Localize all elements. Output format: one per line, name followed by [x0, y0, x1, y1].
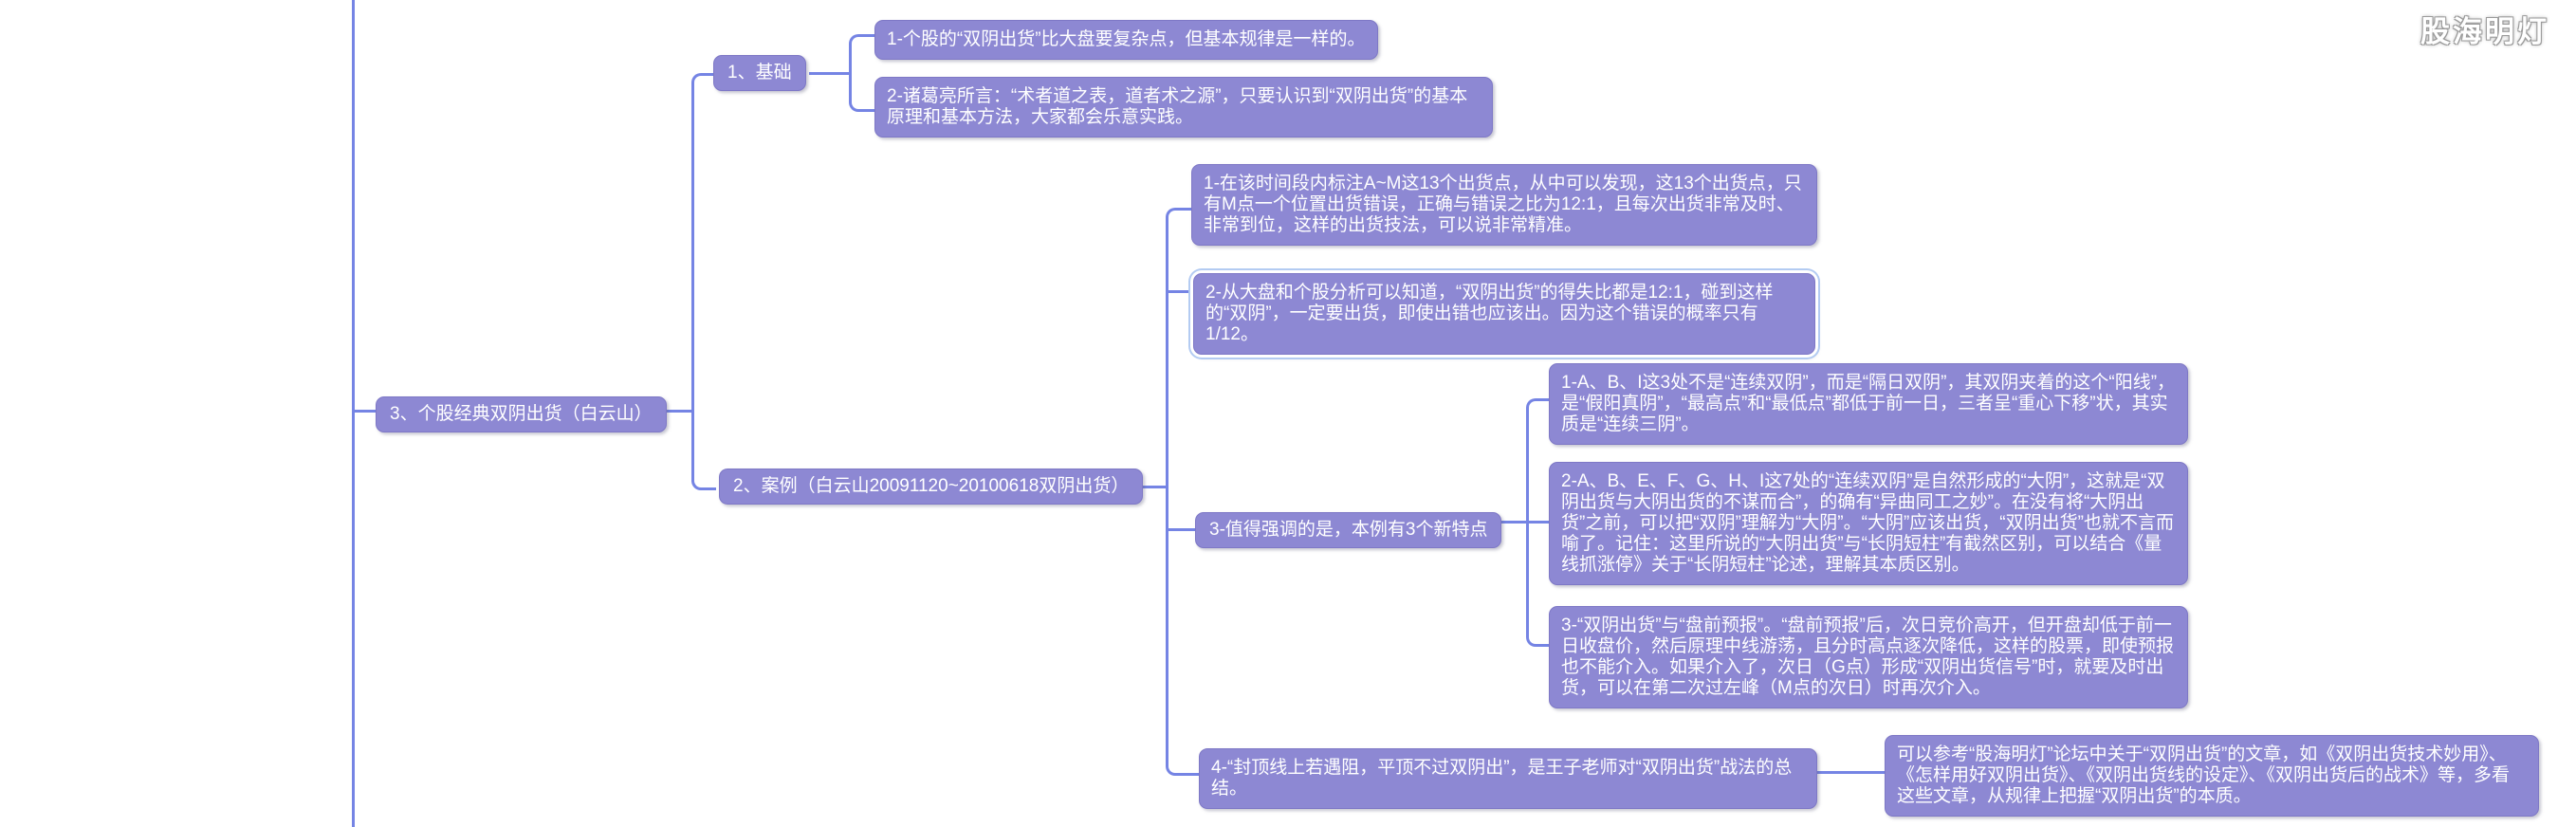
connector-feature2: [1528, 521, 1555, 524]
mindmap-node-case[interactable]: 2、案例（白云山20091120~20100618双阴出货）: [719, 469, 1144, 505]
mindmap-leaf-basics-point1[interactable]: 1-个股的“双阴出货”比大盘要复杂点，但基本规律是一样的。: [874, 20, 1378, 60]
connector-trunk-basics: [849, 34, 877, 112]
connector-root-to-parent: [354, 410, 377, 413]
connector-trunk-case: [1166, 208, 1202, 776]
connector-case-features: [1168, 528, 1199, 531]
mindmap-leaf-basics-point2[interactable]: 2-诸葛亮所言：“术者道之表，道者术之源”，只要认识到“双阴出货”的基本原理和基…: [874, 77, 1493, 138]
mindmap-leaf-case-point4[interactable]: 4-“封顶线上若遇阻，平顶不过双阴出”，是王子老师对“双阴出货”战法的总结。: [1199, 748, 1817, 809]
connector-case-stem: [1124, 486, 1168, 488]
connector-parent-trunk: [352, 0, 355, 827]
connector-trunk-features: [1526, 398, 1554, 647]
mindmap-node-features[interactable]: 3-值得强调的是，本例有3个新特点: [1195, 512, 1502, 548]
connector-root-to-children: [652, 410, 694, 413]
mindmap-leaf-feature3[interactable]: 3-“双阴出货”与“盘前预报”。“盘前预报”后，次日竞价高开，但开盘却低于前一日…: [1549, 606, 2188, 708]
watermark-logo: 股海明灯: [2420, 15, 2549, 48]
mindmap-leaf-feature1[interactable]: 1-A、B、I这3处不是“连续双阴”，而是“隔日双阴”，其双阴夹着的这个“阳线”…: [1549, 363, 2188, 445]
mindmap-node-root[interactable]: 3、个股经典双阴出货（白云山）: [376, 396, 667, 432]
connector-point4-reference: [1815, 771, 1889, 774]
connector-case-point2: [1168, 290, 1196, 293]
mindmap-leaf-case-point1[interactable]: 1-在该时间段内标注A~M这13个出货点，从中可以发现，这13个出货点，只有M点…: [1191, 164, 1817, 246]
mindmap-leaf-reference[interactable]: 可以参考“股海明灯”论坛中关于“双阴出货”的文章，如《双阴出货技术妙用》、《怎样…: [1885, 735, 2539, 817]
mindmap-leaf-feature2[interactable]: 2-A、B、E、F、G、H、I这7处的“连续双阴”是自然形成的“大阴”，这就是“…: [1549, 462, 2188, 585]
connector-basics-stem: [809, 72, 851, 75]
mindmap-leaf-case-point2-selected[interactable]: 2-从大盘和个股分析可以知道，“双阴出货”的得失比都是12:1，碰到这样的“双阴…: [1193, 273, 1815, 355]
mindmap-node-basics[interactable]: 1、基础: [713, 55, 806, 91]
connector-trunk-level1: [691, 73, 716, 490]
connector-features-stem: [1482, 521, 1530, 524]
